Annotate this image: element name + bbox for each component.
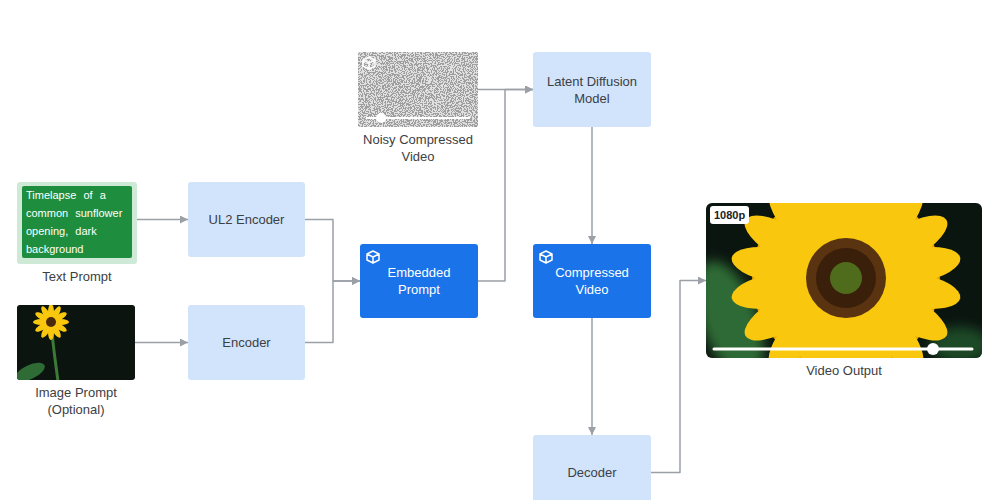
encoder-box: UL2 Encoder	[188, 182, 305, 257]
noise-frame	[358, 52, 478, 127]
flow-arrow	[305, 220, 360, 282]
latent-box: Compressed Video	[533, 244, 651, 318]
box-label: Decoder	[567, 464, 616, 481]
cube-icon	[363, 57, 375, 69]
cube-icon	[367, 251, 379, 263]
flow-arrow	[478, 90, 533, 282]
text-prompt-box: Timelapse of a common sunflower opening,…	[17, 182, 137, 264]
flow-arrow	[135, 342, 188, 344]
caption: Video Output	[782, 362, 906, 379]
decoder-box: Decoder	[533, 435, 651, 500]
flower-disc	[806, 238, 886, 318]
caption: Noisy Compressed Video	[356, 131, 480, 165]
embedding-box: Embedded Prompt	[360, 244, 478, 318]
small-sunflower	[33, 305, 69, 340]
prompt-token: of	[81, 188, 94, 203]
box-label: Latent Diffusion Model	[542, 73, 642, 107]
image-prompt-picture	[17, 305, 135, 380]
flow-arrow	[137, 219, 188, 221]
flow-arrow	[478, 89, 533, 91]
noise-texture	[358, 52, 478, 127]
large-sunflower	[729, 203, 963, 358]
scrubber-knob	[927, 343, 939, 355]
flower-disc	[46, 317, 56, 327]
noise-ground	[358, 52, 478, 127]
flow-arrow	[591, 127, 593, 244]
noisy-video: Noisy Compressed Video	[358, 52, 478, 127]
cube-icon-shape	[367, 251, 379, 263]
prompt-text: Timelapse of a common sunflower opening,…	[22, 186, 132, 258]
prompt-token: dark	[73, 224, 98, 239]
flower-disc	[816, 248, 876, 308]
box-label: Compressed Video	[542, 264, 642, 298]
flow-arrow	[305, 281, 360, 343]
prompt-token: common	[24, 206, 70, 221]
resolution-badge: 1080p	[710, 206, 749, 224]
video-output-picture	[706, 203, 982, 358]
video-output: 1080pVideo Output	[706, 203, 982, 358]
caption: Image Prompt (Optional)	[14, 384, 138, 418]
cube-icon	[540, 251, 552, 263]
model-box: Latent Diffusion Model	[533, 52, 651, 127]
flow-arrow	[591, 318, 593, 435]
box-label: UL2 Encoder	[209, 211, 285, 228]
leaf	[17, 359, 47, 380]
encoder-box: Encoder	[188, 305, 305, 380]
prompt-token: background	[24, 242, 86, 257]
prompt-token: Timelapse	[24, 188, 78, 203]
flow-arrow	[651, 281, 706, 473]
flower-disc-center	[830, 262, 862, 294]
cube-icon-shape	[363, 57, 375, 69]
prompt-token: opening,	[24, 224, 70, 239]
cube-icon-shape	[540, 251, 552, 263]
box-label: Embedded Prompt	[369, 264, 469, 298]
box-label: Encoder	[222, 334, 270, 351]
scrubber-knob	[376, 113, 386, 123]
caption: Text Prompt	[15, 268, 139, 285]
prompt-token: a	[98, 188, 108, 203]
prompt-token: sunflower	[73, 206, 124, 221]
image-prompt: Image Prompt (Optional)	[17, 305, 135, 380]
